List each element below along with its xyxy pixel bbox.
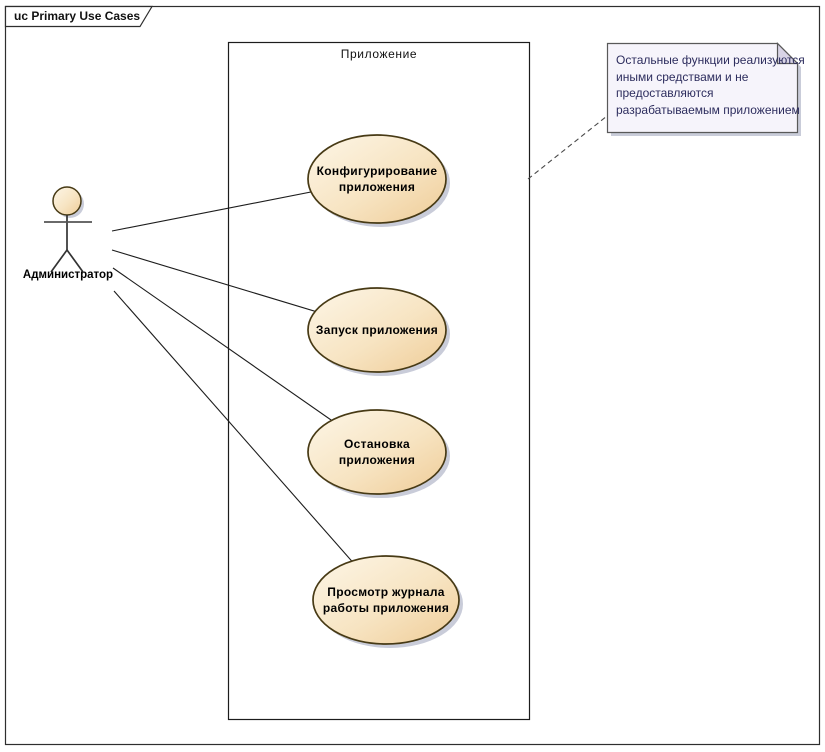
actor-figure[interactable] xyxy=(44,186,92,273)
actor-leg-right xyxy=(66,249,84,273)
actor-label: Администратор xyxy=(22,269,114,281)
use-case-label-line: приложения xyxy=(338,180,416,194)
note-text-line: предоставляются xyxy=(616,86,714,100)
association-line-viewlog[interactable] xyxy=(113,290,387,601)
note-text: Остальные функции реализуются иными сред… xyxy=(616,52,805,118)
use-case-label-start: Запуск приложения xyxy=(308,288,446,372)
frame-title: uc Primary Use Cases xyxy=(14,9,141,23)
use-case-label-line: Запуск приложения xyxy=(315,323,439,337)
use-case-label-stop: Остановка приложения xyxy=(308,410,446,494)
use-case-label-configure: Конфигурирование приложения xyxy=(308,135,446,223)
use-case-ellipse-start[interactable] xyxy=(307,287,447,373)
frame-tab xyxy=(4,5,154,28)
note-fold-corner xyxy=(776,42,799,65)
note-text-line: Остальные функции реализуются xyxy=(616,53,805,67)
system-boundary-label: Приложение xyxy=(340,47,418,61)
actor-head xyxy=(52,186,82,216)
actor-leg-left xyxy=(50,249,68,273)
use-case-label-viewlog: Просмотр журнала работы приложения xyxy=(313,556,459,644)
use-case-label-line: Остановка xyxy=(344,437,410,451)
note-text-line: разрабатываемым приложением xyxy=(616,102,800,117)
use-case-ellipse-viewlog[interactable] xyxy=(312,555,460,645)
use-case-label-line: Просмотр журнала xyxy=(327,585,445,599)
use-case-label-line: работы приложения xyxy=(322,601,450,615)
use-case-ellipse-configure[interactable] xyxy=(307,134,447,224)
use-case-label-line: приложения xyxy=(338,453,416,467)
use-case-ellipse-stop[interactable] xyxy=(307,409,447,495)
note-body[interactable] xyxy=(606,42,799,134)
use-case-label-line: Конфигурирование xyxy=(316,164,438,178)
note-text-line: иными средствами и не xyxy=(616,69,749,84)
